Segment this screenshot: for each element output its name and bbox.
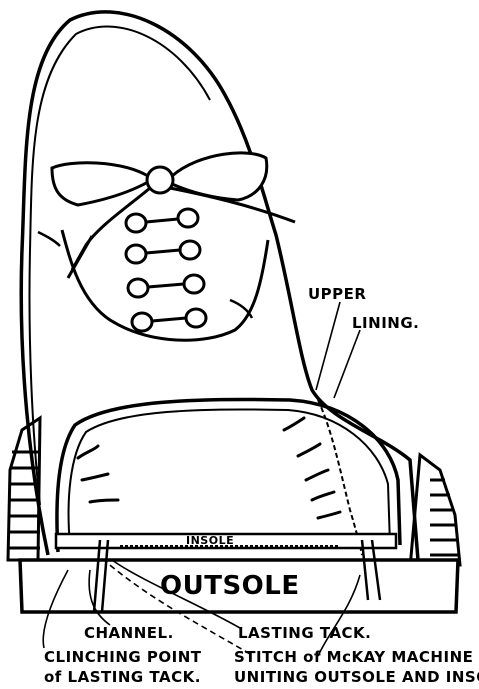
clinching-point-label-line1: CLINCHING POINT: [44, 648, 202, 666]
lasting-tack-marks: [78, 418, 340, 518]
outsole-label: OUTSOLE: [160, 571, 300, 601]
stitch-label-line1: STITCH of McKAY MACHINE: [234, 648, 473, 666]
eyelets: [126, 209, 206, 331]
channel-label: CHANNEL.: [84, 624, 174, 642]
upper-label: UPPER: [308, 285, 366, 303]
mckay-stitch-line: [318, 400, 362, 555]
insole-label: INSOLE: [186, 534, 234, 547]
lasting-tack-label: LASTING TACK.: [238, 624, 371, 642]
stitch-label-line2: UNITING OUTSOLE AND INSOLE.: [234, 668, 479, 686]
lining-label: LINING.: [352, 314, 419, 332]
clinching-point-label-line2: of LASTING TACK.: [44, 668, 201, 686]
shoelace-bow: [52, 153, 295, 278]
shoe-lining-outline: [29, 27, 210, 505]
